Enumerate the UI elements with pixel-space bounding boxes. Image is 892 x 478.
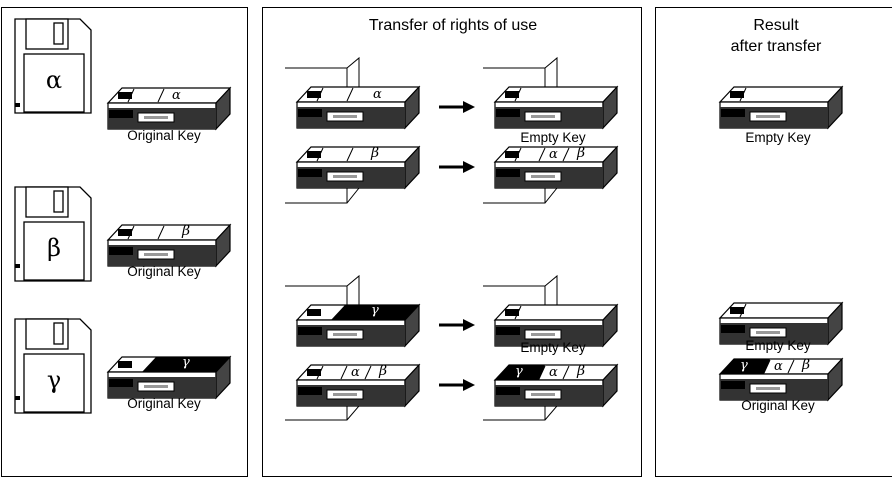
panel-title-line1: Result [753, 17, 799, 34]
original-key-alpha: α [106, 86, 232, 131]
empty-key-label: Empty Key [745, 130, 811, 145]
key-content: α [351, 365, 360, 380]
result-empty-key [718, 85, 844, 130]
result-original-key: γ α β [718, 357, 844, 402]
floppy-disk-alpha-icon: α [14, 18, 92, 114]
original-keys-panel: α α Original Key β [1, 7, 248, 477]
key-combined-after: α β [493, 145, 619, 190]
arrow-right-icon [439, 101, 475, 113]
key-gamma-before: γ [295, 303, 421, 348]
empty-key-label: Empty Key [520, 130, 586, 145]
floppy-disk-beta-icon: β [14, 186, 92, 282]
empty-key-label: Empty Key [745, 338, 811, 353]
disk-symbol: α [45, 66, 63, 94]
empty-key-label: Empty Key [520, 340, 586, 355]
key-empty-after [493, 85, 619, 130]
key-content: α [373, 87, 382, 102]
key-content: β [577, 363, 586, 379]
transfer-panel: Transfer of rights of use [262, 7, 642, 477]
disk-symbol: γ [46, 366, 62, 394]
arrow-right-icon [439, 161, 475, 173]
key-alpha-before: α [295, 85, 421, 130]
floppy-disk-gamma-icon: γ [14, 318, 92, 414]
result-empty-key [718, 301, 844, 346]
panel-title: Transfer of rights of use [368, 17, 538, 34]
key-content: β [379, 363, 388, 379]
original-key-label: Original Key [127, 128, 201, 143]
key-alpha-beta-before: α β [295, 363, 421, 408]
result-panel: Result after transfer Empty Key Em [655, 7, 892, 477]
key-content: β [371, 145, 380, 161]
key-content: β [802, 357, 811, 373]
key-content: γ [182, 355, 190, 370]
original-key-label: Original Key [127, 264, 201, 279]
arrow-right-icon [439, 319, 475, 331]
disk-symbol: β [47, 234, 61, 262]
arrow-right-icon [439, 379, 475, 391]
key-content: β [182, 223, 191, 239]
key-content: α [549, 147, 558, 162]
key-content: α [774, 359, 783, 374]
key-content: α [549, 365, 558, 380]
key-content: α [172, 88, 181, 103]
key-content: γ [371, 303, 379, 318]
panel-title-line2: after transfer [730, 38, 822, 55]
original-key-label: Original Key [741, 398, 815, 413]
key-content: β [577, 145, 586, 161]
original-key-beta: β [106, 223, 232, 268]
key-content: γ [740, 358, 748, 373]
key-beta-before: β [295, 145, 421, 190]
original-key-gamma: γ [106, 355, 232, 400]
key-combined-after: γ α β [493, 363, 619, 408]
key-empty-after [493, 303, 619, 348]
key-content: γ [515, 364, 523, 379]
original-key-label: Original Key [127, 396, 201, 411]
